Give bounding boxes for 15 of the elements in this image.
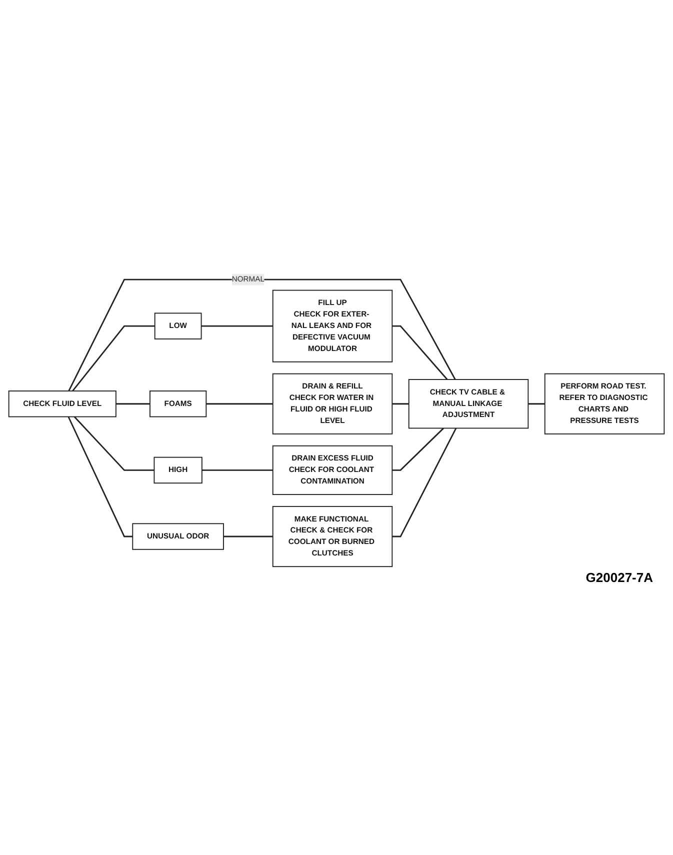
connector bbox=[224, 536, 273, 538]
connector bbox=[116, 402, 150, 404]
connector bbox=[392, 402, 409, 404]
connector bbox=[392, 325, 448, 380]
connector bbox=[202, 469, 273, 471]
connector bbox=[201, 325, 273, 327]
figure-code: G20027-7A bbox=[586, 570, 653, 586]
connector bbox=[392, 427, 444, 471]
connector bbox=[392, 428, 457, 538]
connector bbox=[528, 402, 545, 404]
connector bbox=[68, 416, 133, 538]
connector bbox=[206, 402, 273, 404]
connector bbox=[72, 325, 155, 392]
connector bbox=[68, 278, 456, 392]
connector bbox=[74, 416, 154, 471]
